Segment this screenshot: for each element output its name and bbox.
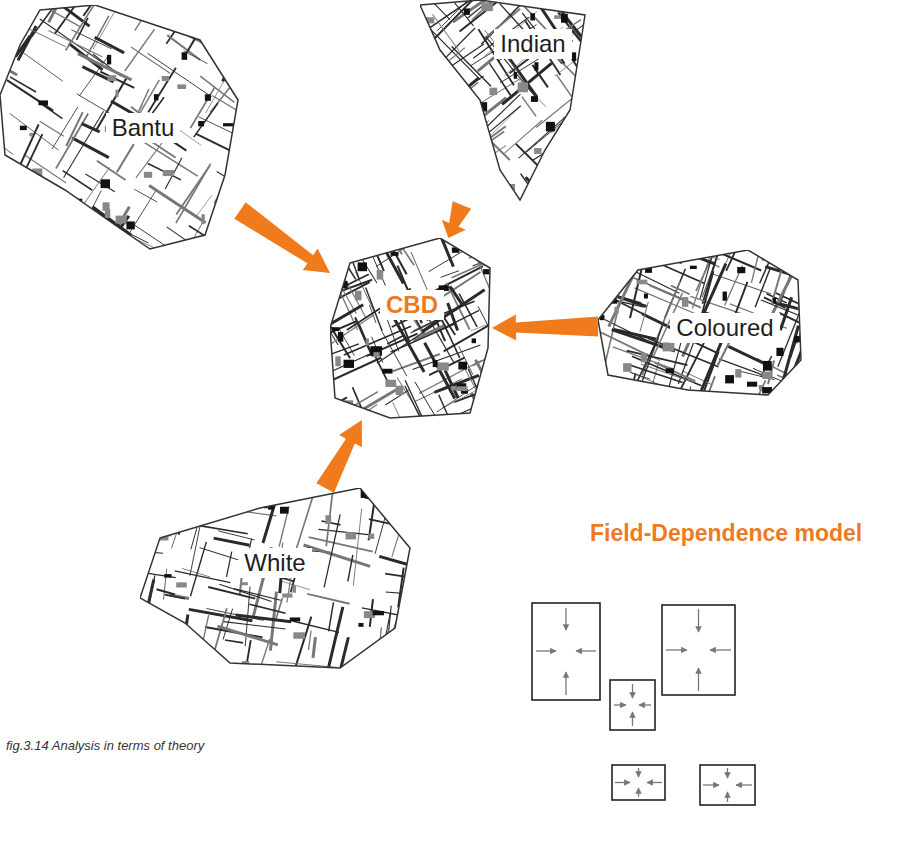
- flow-arrow: [442, 201, 471, 238]
- map-region: White: [140, 488, 412, 670]
- street-map: [330, 238, 492, 420]
- street-map: [140, 488, 412, 670]
- map-region: Indian: [420, 0, 588, 205]
- flow-arrow: [234, 202, 330, 273]
- model-boxes: [532, 603, 755, 805]
- region-label: White: [238, 548, 311, 579]
- region-name: CBD: [386, 291, 438, 319]
- model-heading: Field-Dependence model: [590, 520, 862, 547]
- figure-caption: fig.3.14 Analysis in terms of theory: [6, 738, 204, 753]
- model-arrows: [536, 608, 752, 802]
- flow-arrow: [316, 420, 362, 493]
- region-name: Indian: [500, 30, 565, 58]
- region-name: Bantu: [112, 114, 175, 142]
- map-region: Bantu: [0, 5, 240, 250]
- region-label: Coloured: [670, 313, 779, 344]
- region-name: Coloured: [676, 314, 773, 342]
- region-label: Bantu: [106, 113, 181, 144]
- region-name: White: [244, 549, 305, 577]
- region-label: Indian: [494, 29, 571, 60]
- flow-arrow: [492, 315, 598, 341]
- map-region: Coloured: [598, 250, 803, 400]
- map-region: CBD: [330, 238, 492, 420]
- region-label: CBD: [380, 290, 444, 321]
